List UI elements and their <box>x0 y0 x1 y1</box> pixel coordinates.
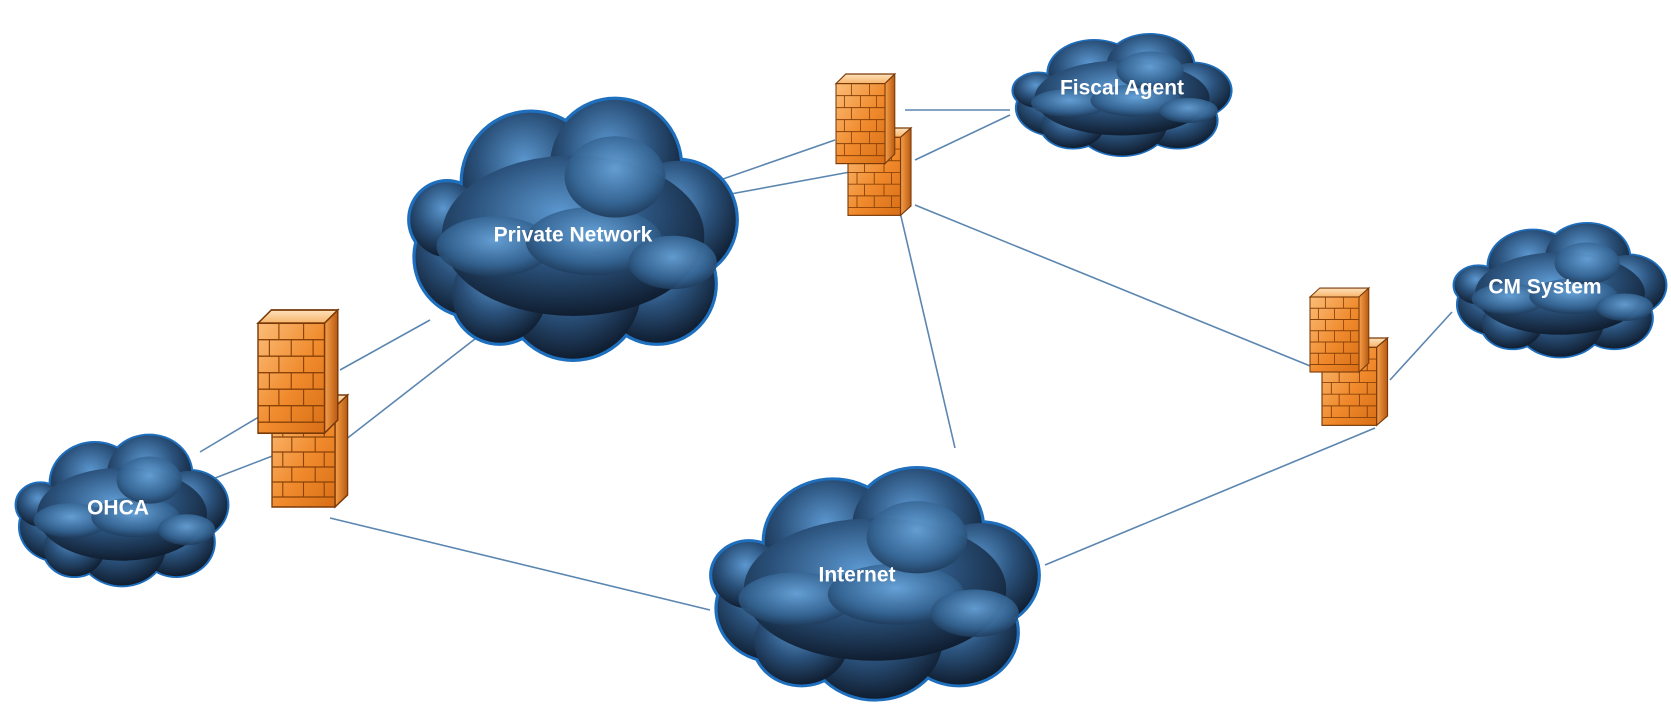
cloud-label-internet: Internet <box>818 564 895 587</box>
link-firewall-internet-b <box>899 211 956 449</box>
firewall-fiscal <box>835 73 912 216</box>
link-internet-cm-firewall <box>1044 427 1376 566</box>
cloud-label-fiscal-agent: Fiscal Agent <box>1060 77 1184 100</box>
connection-lines <box>199 109 1453 611</box>
cloud-label-cm-system: CM System <box>1488 276 1601 299</box>
link-private-firewall-a <box>719 139 836 181</box>
firewall-icon <box>1309 287 1370 373</box>
link-ohca-firewall-b <box>209 454 276 481</box>
link-firewall-internet <box>329 517 711 611</box>
firewall-icon <box>835 73 896 165</box>
firewall-icon <box>257 309 339 435</box>
link-private-firewall-b <box>724 171 851 196</box>
link-firewall-private-a <box>339 319 431 371</box>
cloud-label-ohca: OHCA <box>87 497 149 520</box>
link-firewall-cm-firewall <box>914 204 1321 371</box>
cloud-label-private-network: Private Network <box>494 224 653 247</box>
link-firewall-fiscal-b <box>914 114 1011 161</box>
link-cm-firewall-cm <box>1389 311 1453 381</box>
link-firewall-private-b <box>344 334 481 441</box>
firewall-cm <box>1309 287 1389 426</box>
link-ohca-firewall-a <box>199 414 263 453</box>
firewall-ohca <box>257 309 349 508</box>
